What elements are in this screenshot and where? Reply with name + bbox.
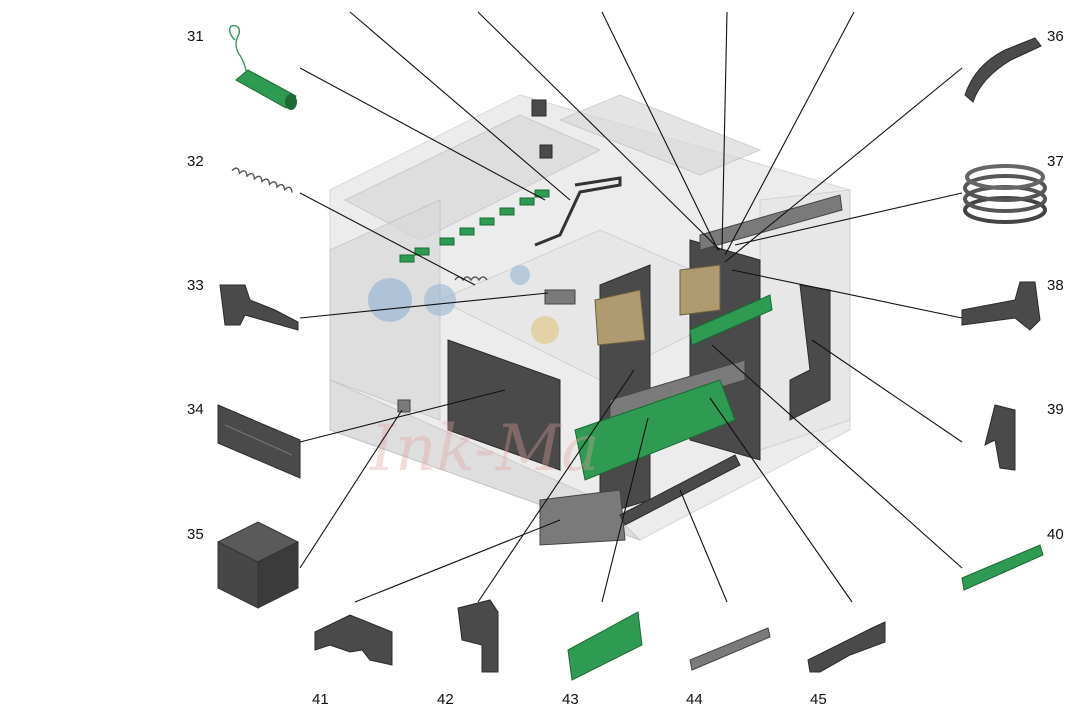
part-35 (216, 521, 300, 609)
callout-41: 41 (312, 691, 329, 708)
part-34 (217, 404, 301, 479)
center-assembly: Ink-Ma (369, 99, 843, 546)
callout-34: 34 (187, 401, 204, 418)
part-44 (689, 627, 771, 671)
part-45 (807, 621, 886, 673)
part-33 (219, 284, 299, 331)
callout-36: 36 (1047, 28, 1064, 45)
part-42 (457, 599, 499, 673)
leader-lines (299, 11, 963, 603)
callout-31: 31 (187, 28, 204, 45)
part-43 (567, 611, 643, 681)
callout-labels: 31 32 33 34 35 36 37 38 39 40 41 42 43 4… (187, 28, 1064, 708)
part-41 (314, 614, 393, 666)
part-37 (963, 164, 1047, 224)
callout-43: 43 (562, 691, 579, 708)
callout-37: 37 (1047, 153, 1064, 170)
part-39 (984, 404, 1016, 471)
part-40 (961, 544, 1044, 591)
part-38 (961, 281, 1041, 331)
callout-40: 40 (1047, 526, 1064, 543)
part-32 (231, 167, 293, 193)
callout-39: 39 (1047, 401, 1064, 418)
callout-33: 33 (187, 277, 204, 294)
callout-35: 35 (187, 526, 204, 543)
part-36 (964, 37, 1042, 103)
callout-45: 45 (810, 691, 827, 708)
watermark-text: Ink-Ma (369, 412, 599, 486)
callout-32: 32 (187, 153, 204, 170)
callout-38: 38 (1047, 277, 1064, 294)
callout-44: 44 (686, 691, 703, 708)
part-31 (228, 24, 297, 110)
callout-42: 42 (437, 691, 454, 708)
